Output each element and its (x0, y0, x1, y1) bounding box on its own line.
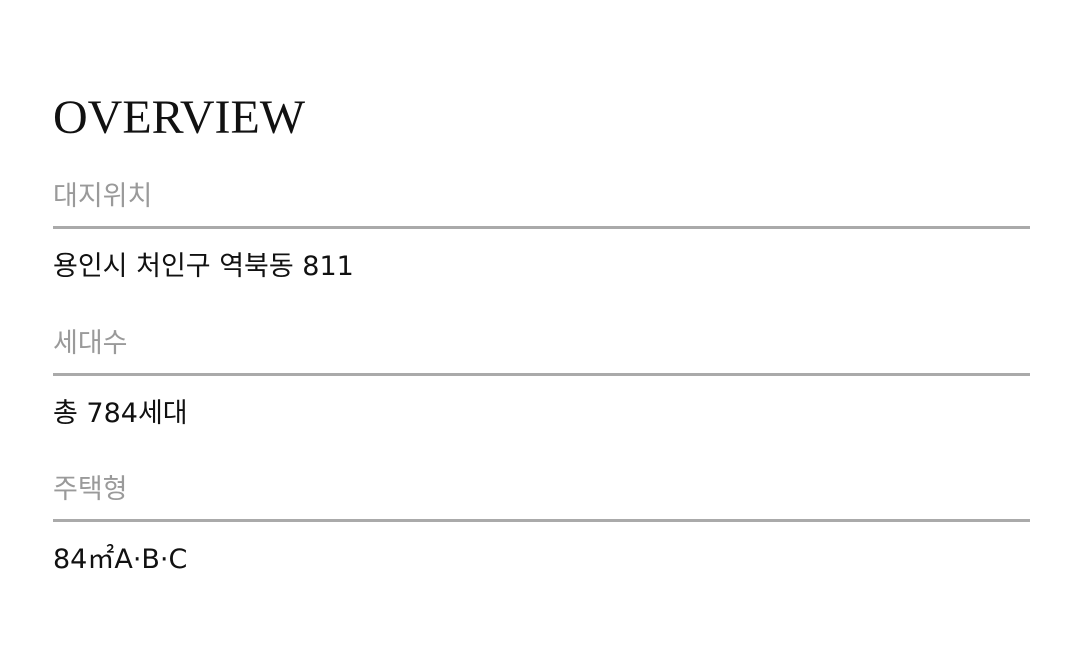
item-label: 세대수 (53, 321, 1030, 376)
item-value: 총 784세대 (53, 398, 188, 429)
item-value: 용인시 처인구 역북동 811 (53, 251, 354, 282)
overview-item-households: 세대수 총 784세대 (53, 321, 1030, 446)
item-label: 대지위치 (53, 174, 1030, 229)
item-value: 84㎡A·B·C (53, 544, 188, 575)
item-label: 주택형 (53, 467, 1030, 522)
overview-item-site-location: 대지위치 용인시 처인구 역북동 811 (53, 174, 1030, 299)
overview-item-housing-type: 주택형 84㎡A·B·C (53, 467, 1030, 592)
page-title: OVERVIEW (53, 91, 306, 145)
